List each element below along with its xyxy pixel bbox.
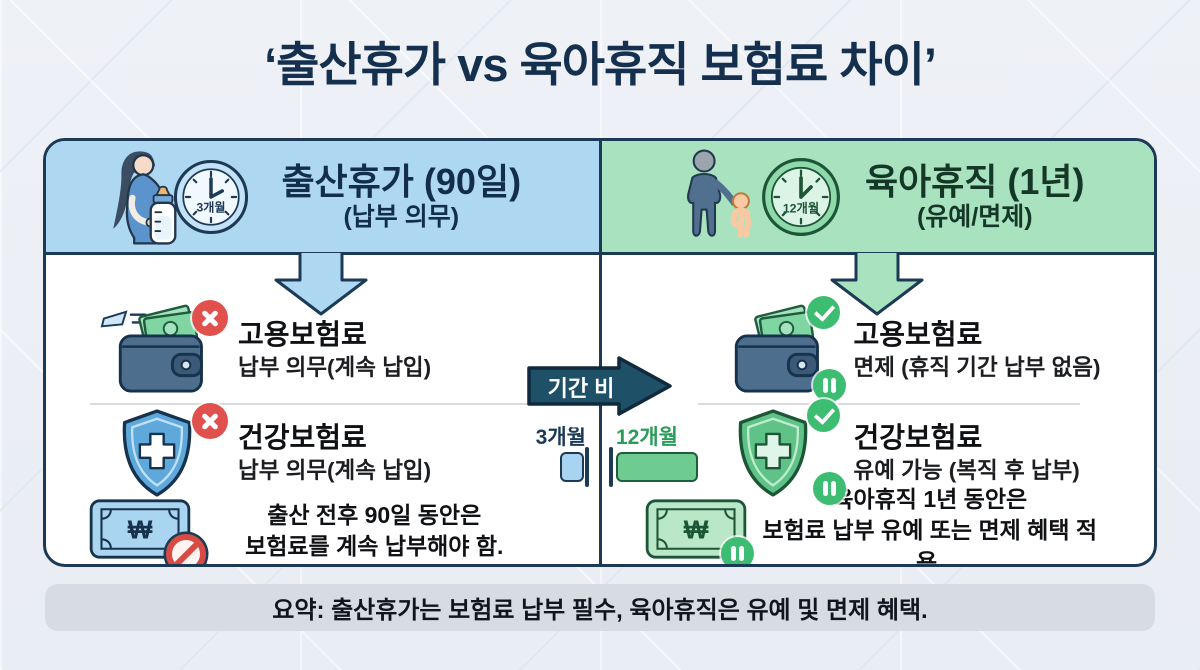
parent-child-icon [686, 149, 751, 238]
note-line-1: 출산 전후 90일 동안은 [267, 501, 482, 528]
parental-header: 12개월 육아휴직 (1년) (유예/면제) [601, 141, 1155, 255]
parental-title: 육아휴직 (1년) [864, 161, 1085, 203]
summary-bar: 요약: 출산휴가는 보험료 납부 필수, 육아휴직은 유예 및 면제 혜택. [45, 584, 1155, 631]
item-title: 고용보험료 [853, 319, 983, 351]
item-text: 건강보험료 납부 의무(계속 납입) [238, 420, 431, 485]
item-title: 고용보험료 [238, 319, 367, 351]
wallet-icon [100, 304, 203, 393]
maternity-title: 출산휴가 (90일) [281, 161, 522, 203]
duration-tick-right [609, 447, 613, 487]
maternity-header-icons: 3개월 [98, 141, 250, 252]
summary-text: 요약: 출산휴가는 보험료 납부 필수, 육아휴직은 유예 및 면제 혜택. [272, 597, 928, 624]
page-title: ‘출산휴가 vs 육아휴직 보험료 차이’ [264, 38, 937, 91]
parental-subtitle: (유예/면제) [916, 202, 1033, 231]
row-divider [697, 403, 1080, 405]
pause-icon [812, 472, 846, 505]
item-title: 건강보험료 [853, 422, 983, 454]
note-line-1: 육아휴직 1년 동안은 [832, 486, 1028, 513]
period-compare-label: 기간 비교 [547, 376, 615, 433]
won-symbol: ₩ [683, 514, 708, 544]
pause-icon [812, 369, 846, 402]
parental-note-text: 육아휴직 1년 동안은 보험료 납부 유예 또는 면제 혜택 적용. [750, 484, 1111, 567]
item-desc: 유예 가능 (복직 후 납부) [853, 458, 1080, 484]
clock-3-months-icon: 3개월 [173, 159, 249, 234]
check-icon [806, 399, 840, 432]
clock-3-months-label: 3개월 [196, 199, 225, 214]
duration-3-months-label: 3개월 [535, 426, 586, 449]
parental-header-text: 육아휴직 (1년) (유예/면제) [842, 161, 1155, 231]
item-text: 고용보험료 면제 (휴직 기간 납부 없음) [854, 317, 1101, 382]
baby-bottle-icon [149, 185, 177, 245]
prohibited-icon [166, 534, 206, 564]
pause-icon [720, 537, 754, 564]
duration-bar-3-months [560, 452, 584, 482]
wallet-icon-wrap [96, 300, 228, 398]
maternity-leave-panel: 3개월 출산휴가 (90일) (납부 의무) [46, 141, 599, 564]
maternity-note-row: ₩ 출산 전후 90일 동안은 보험료를 계속 납부해야 함. [46, 493, 599, 564]
comparison-card: 3개월 출산휴가 (90일) (납부 의무) [43, 138, 1157, 567]
maternity-header: 3개월 출산휴가 (90일) (납부 의무) [46, 141, 599, 255]
clock-12-months-icon: 12개월 [761, 157, 840, 236]
maternity-note-text: 출산 전후 90일 동안은 보험료를 계속 납부해야 함. [194, 500, 555, 562]
item-title: 건강보험료 [238, 422, 367, 454]
x-icon [192, 300, 228, 336]
parental-note-row: ₩ 육아휴직 1년 동안은 보험료 납부 유예 또는 면제 혜택 적용. [602, 486, 1155, 564]
banknote-icon-wrap: ₩ [88, 498, 206, 564]
maternity-header-text: 출산휴가 (90일) (납부 의무) [250, 161, 599, 231]
health-shield-icon [738, 409, 807, 497]
row-divider [90, 403, 558, 405]
shield-icon-wrap [96, 403, 228, 501]
won-symbol: ₩ [128, 514, 153, 544]
parental-header-icons: 12개월 [674, 141, 842, 252]
parental-leave-panel: 12개월 육아휴직 (1년) (유예/면제) [598, 141, 1155, 564]
x-icon [192, 403, 228, 439]
note-line-2: 보험료 납부 유예 또는 면제 혜택 적용. [762, 517, 1098, 567]
item-desc: 납부 의무(계속 납입) [238, 458, 432, 484]
shield-icon-wrap [712, 399, 846, 505]
note-line-2: 보험료를 계속 납부해야 함. [245, 533, 504, 559]
down-arrow-blue-icon [274, 253, 368, 316]
parental-health-insurance-row: 건강보험료 유예 가능 (복직 후 납부) [602, 399, 1155, 505]
item-text: 건강보험료 유예 가능 (복직 후 납부) [854, 420, 1080, 485]
duration-12-months-label: 12개월 [616, 426, 678, 449]
wallet-icon-wrap [712, 296, 846, 402]
maternity-health-insurance-row: 건강보험료 납부 의무(계속 납입) [46, 403, 599, 497]
period-compare-arrow-icon [527, 356, 672, 416]
duration-tick-left [585, 447, 589, 487]
maternity-employment-insurance-row: 고용보험료 납부 의무(계속 납입) [46, 300, 599, 399]
item-text: 고용보험료 납부 의무(계속 납입) [238, 317, 431, 382]
duration-bar-12-months [616, 452, 698, 482]
won-banknote-icon: ₩ [645, 499, 746, 559]
maternity-subtitle: (납부 의무) [343, 202, 460, 231]
won-banknote-icon: ₩ [89, 499, 191, 559]
down-arrow-green-icon [830, 253, 924, 316]
wallet-icon [734, 304, 819, 393]
parental-employment-insurance-row: 고용보험료 면제 (휴직 기간 납부 없음) [602, 296, 1155, 402]
health-shield-icon [122, 409, 192, 497]
clock-12-months-label: 12개월 [782, 200, 818, 215]
banknote-icon-wrap: ₩ [644, 498, 754, 564]
item-desc: 납부 의무(계속 납입) [238, 355, 432, 381]
check-icon [806, 296, 840, 329]
item-desc: 면제 (휴직 기간 납부 없음) [853, 355, 1101, 381]
